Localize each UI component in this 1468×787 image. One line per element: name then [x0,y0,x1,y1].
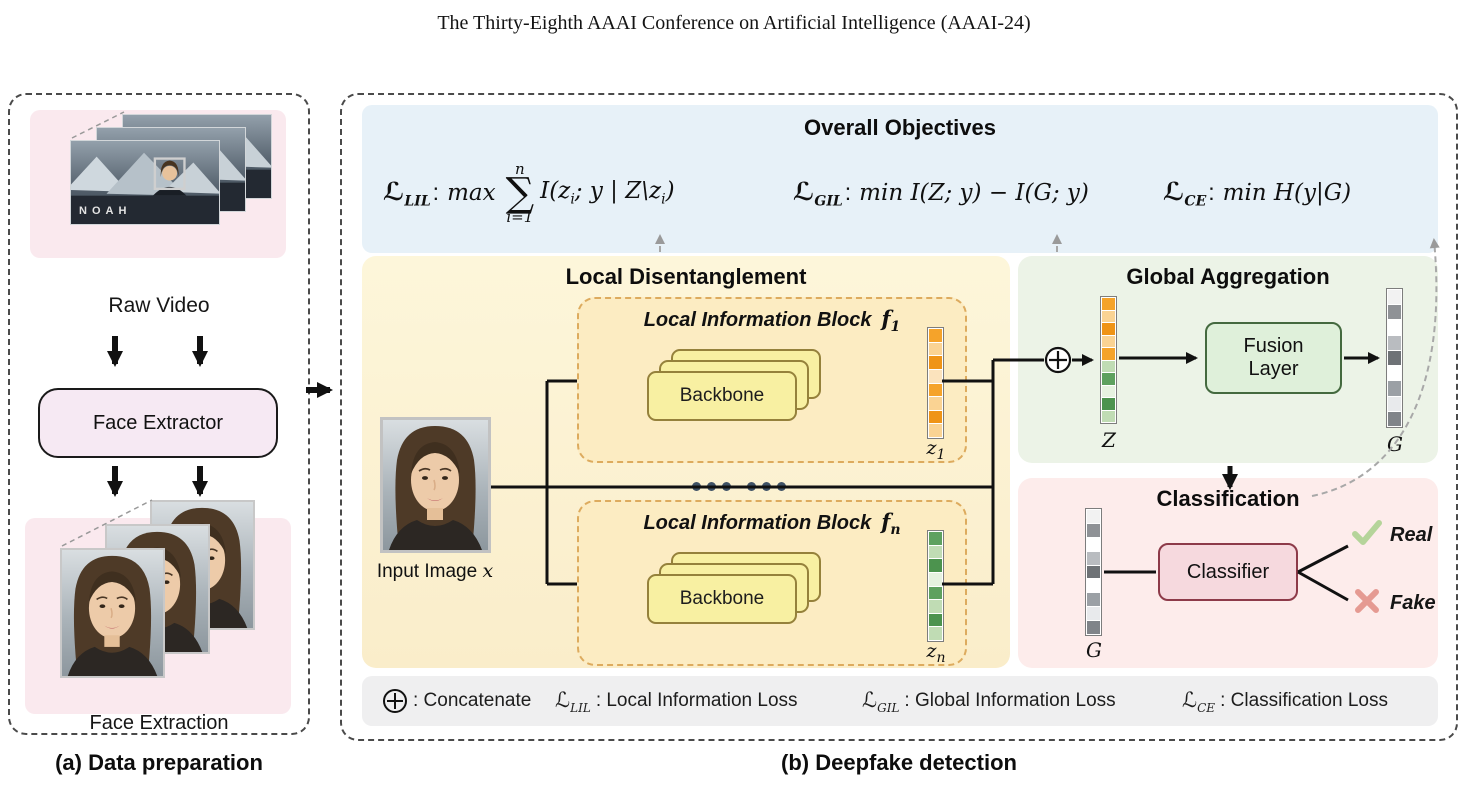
gil-expression: min I(Z; y) − I(G; y) [859,180,1089,206]
z-concat-vector [1100,296,1117,424]
g-label-classification: G [1086,638,1102,662]
lil-expression: I(zi; y | Z\zi) [540,178,675,208]
legend-concatenate: : Concatenate [382,676,531,726]
classification-title: Classification [1156,486,1300,511]
lib1-f-symbol: f1 [881,306,901,336]
conference-header: The Thirty-Eighth AAAI Conference on Art… [437,12,1031,34]
overall-objectives-box: Overall Objectives [362,105,1438,253]
ce-loss-symbol: ℒCE: [1163,176,1215,210]
input-image [380,417,491,553]
legend-ce: ℒCE : Classification Loss [1182,687,1388,715]
backbone-box: Backbone [647,371,797,421]
g-label-global: G [1387,432,1403,456]
g-vector-global [1386,288,1403,428]
z1-vector [927,327,944,439]
lil-symbol: ℒLIL [555,687,591,715]
fake-label: Fake [1390,592,1436,614]
concatenate-icon [383,689,407,713]
caption-b: (b) Deepfake detection [781,750,1017,775]
fusion-layer-box: Fusion Layer [1205,322,1342,394]
classifier-box: Classifier [1158,543,1298,601]
ellipsis-dots [692,482,786,491]
gil-symbol: ℒGIL [862,687,900,715]
ce-formula: ℒCE: min H(y|G) [1163,150,1351,236]
face-extractor-box: Face Extractor [38,388,278,458]
panel-data-preparation [8,93,310,735]
legend-bar: : Concatenate ℒLIL : Local Information L… [362,676,1438,726]
movie-title-overlay: NOAH [79,205,132,217]
face-extractor-label: Face Extractor [92,411,224,434]
input-image-label: Input Image x [376,560,494,582]
backbone-box: Backbone [647,574,797,624]
real-label: Real [1390,524,1433,546]
gil-loss-symbol: ℒGIL: [793,176,852,210]
global-title: Global Aggregation [1126,264,1330,289]
z1-label: z1 [926,437,946,463]
z-concat-label: Z [1102,428,1116,452]
panel-deepfake-detection [340,93,1458,741]
summation-symbol: n ∑ i=1 [505,159,535,226]
zn-label: zn [926,640,946,666]
ce-expression: min H(y|G) [1222,180,1352,206]
video-frame-front [70,140,220,225]
check-icon [1352,520,1382,545]
raw-video-label: Raw Video [108,294,210,317]
g-vector-classification [1085,508,1102,636]
lil-formula: ℒLIL: max n ∑ i=1 I(zi; y | Z\zi) [383,159,675,226]
gil-formula: ℒGIL: min I(Z; y) − I(G; y) [793,150,1089,236]
local-title: Local Disentanglement [565,264,807,289]
legend-lil: ℒLIL : Local Information Loss [555,687,798,715]
cross-icon [1355,589,1379,613]
face-image-front [60,548,165,678]
libn-f-symbol: fn [881,509,901,539]
objectives-title: Overall Objectives [804,115,996,140]
face-extraction-label: Face Extraction [89,712,229,734]
legend-gil: ℒGIL : Global Information Loss [862,687,1116,715]
caption-a: (a) Data preparation [55,750,263,775]
lil-loss-symbol: ℒLIL: [383,176,440,210]
zn-vector [927,530,944,642]
ce-symbol: ℒCE [1182,687,1216,715]
